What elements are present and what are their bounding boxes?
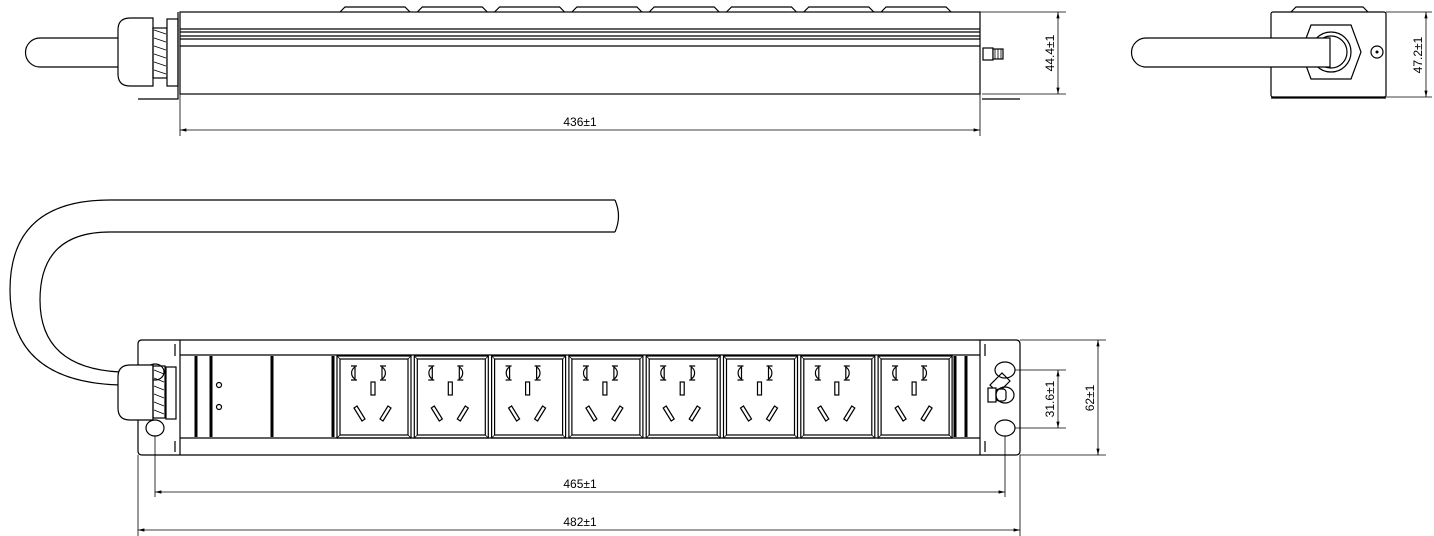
outlet-tops	[339, 6, 952, 13]
outlet-socket	[645, 355, 721, 439]
indicator-module	[215, 381, 223, 411]
ground-terminal	[1370, 45, 1384, 59]
dim-overall-width: 482±1	[563, 515, 597, 529]
dim-top-length: 436±1	[563, 115, 597, 129]
indicator-light	[215, 403, 223, 411]
indicator-light	[215, 381, 223, 389]
power-cable	[24, 37, 121, 68]
dim-end-height: 47.2±1	[1411, 36, 1425, 73]
outlet-socket	[491, 355, 567, 439]
dim-hole-spacing: 465±1	[563, 477, 597, 491]
body-ridges	[180, 28, 980, 47]
mount-hole	[994, 419, 1016, 437]
mount-hole	[145, 419, 165, 437]
outlet-top-bump	[571, 6, 643, 13]
pdu-body	[179, 11, 981, 95]
outlet-socket	[877, 355, 953, 439]
outlet-top-bump	[880, 6, 952, 13]
cable-inner	[39, 231, 615, 373]
outlet-socket	[568, 355, 644, 439]
gland-thread	[152, 27, 168, 79]
outlet-top-bump	[803, 6, 875, 13]
dim-front-height: 62±1	[1083, 384, 1097, 411]
outlet-top-bump	[726, 6, 797, 13]
outlet-top-bump	[494, 6, 566, 13]
outlet-top-bump	[416, 6, 488, 13]
module-dividers	[194, 356, 968, 437]
dim-hole-vertical: 31.6±1	[1043, 380, 1057, 417]
outlet-socket	[336, 355, 412, 439]
outlet-top-bump	[339, 6, 411, 13]
mounting-brackets	[138, 12, 1020, 100]
front-view: 465±1 482±1 31.6±1 62±1	[9, 199, 1106, 536]
top-view: 44.4±1 436±1	[24, 6, 1066, 136]
ground-screw	[982, 47, 1004, 61]
outlet-socket	[413, 355, 489, 439]
outlet-top-bump	[648, 6, 720, 13]
cable-gland	[117, 17, 154, 87]
dim-top-height: 44.4±1	[1043, 34, 1057, 71]
outlets	[336, 355, 953, 439]
gland-nut	[166, 18, 179, 87]
outlet-socket	[722, 355, 799, 439]
end-cable	[1130, 37, 1331, 68]
front-plate	[137, 339, 1021, 456]
front-cable-gland	[117, 364, 154, 421]
outlet-socket	[800, 355, 876, 439]
front-ground-screw	[987, 372, 1015, 404]
cable-outer	[9, 199, 615, 386]
end-view: 47.2±1	[1130, 6, 1432, 99]
